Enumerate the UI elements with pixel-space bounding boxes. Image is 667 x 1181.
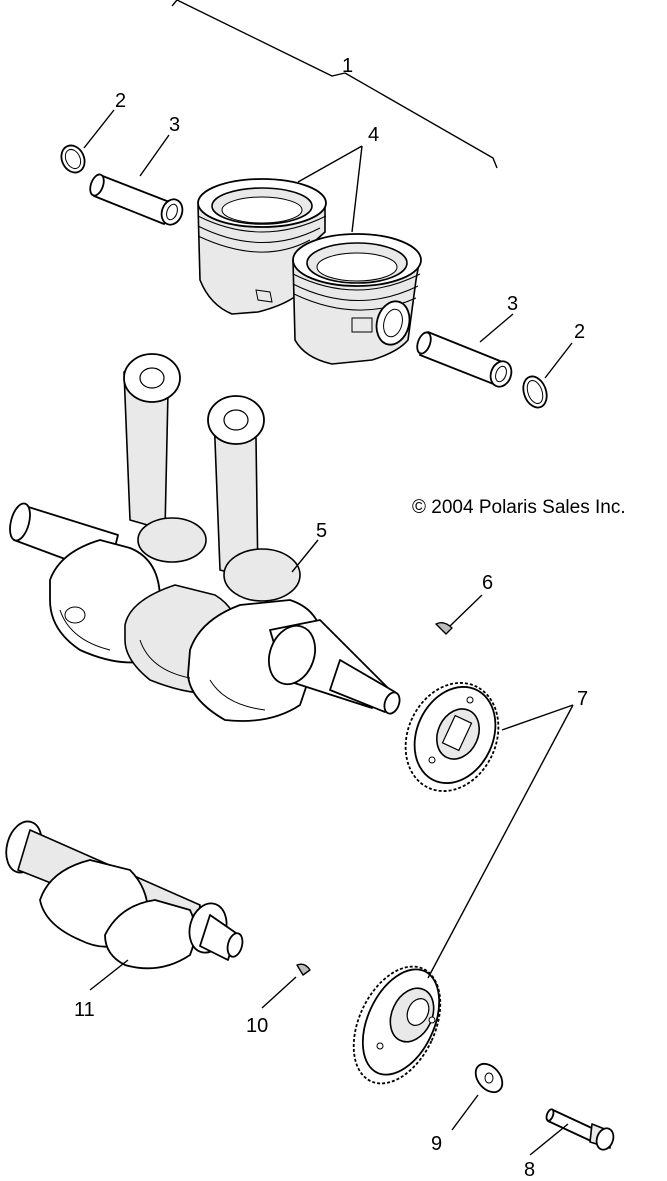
callout-7: 7 xyxy=(577,688,588,710)
crankshaft-assembly xyxy=(9,353,401,722)
piston-pin-right xyxy=(416,331,513,388)
driven-gear-lower xyxy=(352,965,442,1085)
drive-gear-upper xyxy=(404,682,500,792)
callout-2-right: 2 xyxy=(574,321,585,343)
callout-2-left: 2 xyxy=(115,90,126,112)
bolt-8 xyxy=(545,1108,615,1151)
callout-8: 8 xyxy=(524,1159,535,1181)
callout-5: 5 xyxy=(316,520,327,542)
washer-9 xyxy=(474,1062,504,1094)
callout-10: 10 xyxy=(246,1015,268,1037)
woodruff-key-10 xyxy=(296,963,311,976)
callout-3-right: 3 xyxy=(507,293,518,315)
callout-11: 11 xyxy=(74,999,95,1021)
balance-shaft-11 xyxy=(5,820,244,970)
woodruff-key-6 xyxy=(435,621,453,635)
callout-4: 4 xyxy=(368,124,379,146)
callout-6: 6 xyxy=(482,572,493,594)
copyright-notice: © 2004 Polaris Sales Inc. xyxy=(412,497,626,518)
piston-pin-circlip-left xyxy=(60,144,86,174)
callout-9: 9 xyxy=(431,1133,442,1155)
callout-3-left: 3 xyxy=(169,114,180,136)
callout-1: 1 xyxy=(342,55,353,77)
piston-pin-left xyxy=(89,173,184,226)
leader-lines xyxy=(83,109,574,1156)
piston-front xyxy=(292,233,422,365)
piston-pin-circlip-right xyxy=(522,375,548,409)
assembly-bracket-1 xyxy=(171,0,498,169)
